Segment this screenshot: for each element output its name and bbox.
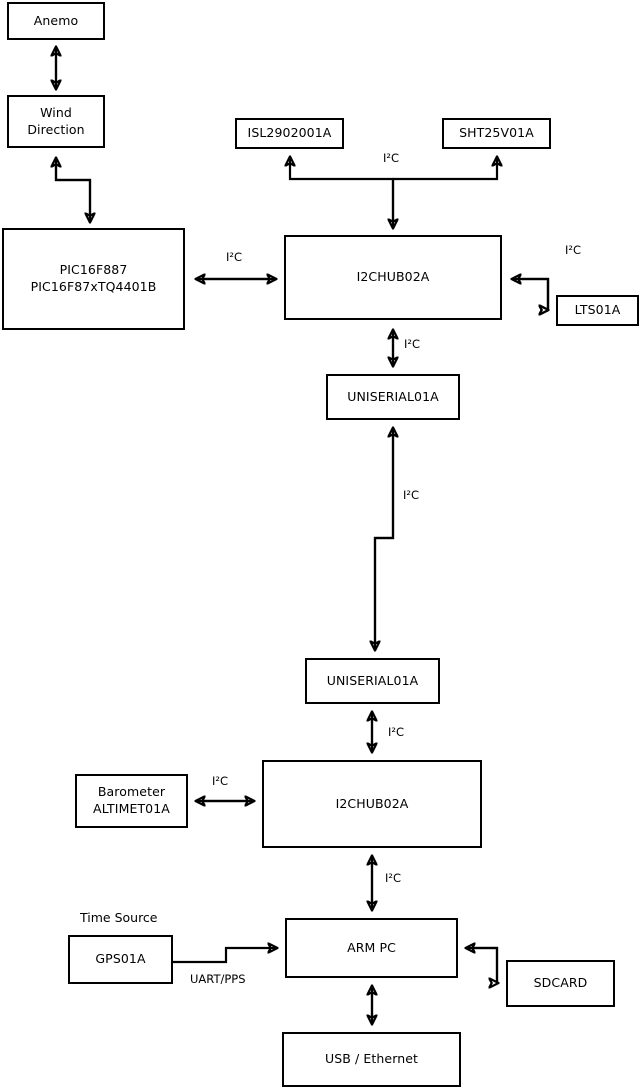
- node-wind-direction[interactable]: Wind Direction: [7, 95, 105, 148]
- node-arm-pc-label: ARM PC: [347, 939, 396, 955]
- node-isl2902001a-label: ISL2902001A: [247, 125, 332, 141]
- node-usb-ethernet[interactable]: USB / Ethernet: [282, 1032, 461, 1087]
- link-hub-sht: [393, 157, 497, 181]
- node-uniserial01a-bottom-label: UNISERIAL01A: [326, 672, 419, 688]
- node-sdcard[interactable]: SDCARD: [506, 960, 615, 1007]
- node-wind-direction-label: Wind Direction: [27, 104, 85, 137]
- node-anemo-label: Anemo: [33, 12, 79, 28]
- node-uniserial01a-top-label: UNISERIAL01A: [347, 388, 439, 404]
- node-arm-pc[interactable]: ARM PC: [285, 918, 458, 978]
- edge-label-hub-uniserial: I²C: [404, 337, 421, 351]
- link-hub-sensorbus: [290, 157, 395, 228]
- node-uniserial01a-top[interactable]: UNISERIAL01A: [326, 374, 460, 420]
- edge-label-hub-armpc: I²C: [385, 871, 402, 885]
- edge-label-barometer-hub: I²C: [212, 774, 229, 788]
- node-usb-ethernet-label: USB / Ethernet: [324, 1051, 419, 1067]
- link-sdcard-armpc: [466, 948, 499, 983]
- edge-label-uniserial-link: I²C: [403, 488, 420, 502]
- node-isl2902001a[interactable]: ISL2902001A: [235, 118, 344, 149]
- node-i2chub02a-bottom-label: I2CHUB02A: [335, 795, 409, 811]
- time-source-label: Time Source: [80, 910, 158, 925]
- node-lts01a-label: LTS01A: [574, 302, 621, 318]
- link-pic-wind-down: [54, 158, 90, 222]
- link-wind-pic-up: [56, 158, 92, 222]
- node-gps01a[interactable]: GPS01A: [68, 935, 173, 984]
- node-anemo[interactable]: Anemo: [7, 2, 105, 40]
- edge-label-hub-sensors: I²C: [383, 151, 400, 165]
- node-pic-mcu-label: PIC16F887 PIC16F87xTQ4401B: [30, 262, 157, 294]
- node-barometer-altimet01a-label: Barometer ALTIMET01A: [93, 784, 170, 816]
- edge-label-gps-armpc: UART/PPS: [190, 972, 246, 986]
- node-barometer-altimet01a[interactable]: Barometer ALTIMET01A: [75, 774, 188, 828]
- node-sdcard-label: SDCARD: [533, 975, 588, 991]
- edge-label-hub-lts: I²C: [565, 243, 582, 257]
- node-sht25v01a[interactable]: SHT25V01A: [442, 118, 551, 149]
- link-lts-hub: [512, 279, 550, 310]
- node-pic-mcu[interactable]: PIC16F887 PIC16F87xTQ4401B: [2, 228, 185, 330]
- link-uniserial-down: [375, 428, 395, 650]
- link-gps-armpc: [173, 948, 277, 964]
- edge-label-pic-hub: I²C: [226, 250, 243, 264]
- node-uniserial01a-bottom[interactable]: UNISERIAL01A: [305, 658, 440, 704]
- node-lts01a[interactable]: LTS01A: [556, 295, 639, 326]
- link-hub-lts: [512, 277, 548, 310]
- node-gps01a-label: GPS01A: [95, 951, 146, 967]
- node-i2chub02a-top[interactable]: I2CHUB02A: [284, 235, 502, 320]
- node-i2chub02a-bottom[interactable]: I2CHUB02A: [262, 760, 482, 848]
- node-i2chub02a-top-label: I2CHUB02A: [356, 269, 430, 285]
- link-armpc-sdcard: [466, 946, 498, 983]
- node-sht25v01a-label: SHT25V01A: [459, 125, 534, 141]
- edge-label-uniserial-hub-bottom: I²C: [388, 725, 405, 739]
